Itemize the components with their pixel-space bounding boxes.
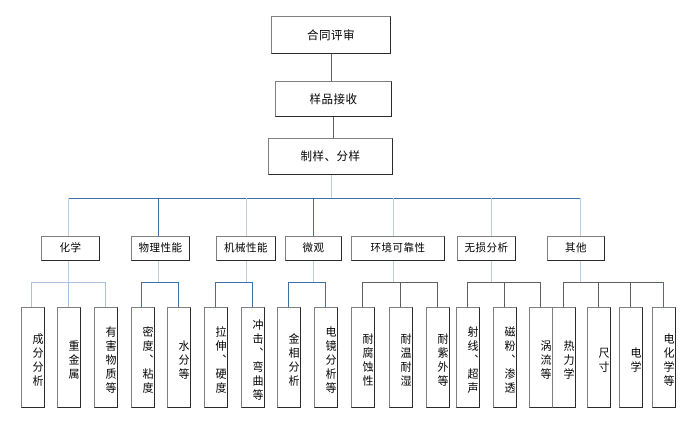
- leaf-drop-thermodynamics: [563, 282, 564, 307]
- leaf-composition-analysis[interactable]: 成分分析: [21, 307, 45, 408]
- leaf-drop-corrosion-resistance: [362, 282, 363, 307]
- subbus-others: [563, 282, 663, 283]
- node-sample-reception[interactable]: 样品接收: [275, 81, 392, 117]
- drop-physical-to-subbus: [158, 261, 159, 282]
- bus-drop-physical-properties: [158, 198, 159, 236]
- subbus-mechanical-properties: [215, 282, 253, 283]
- leaf-drop-uv-resistance: [437, 282, 438, 307]
- category-microscopic[interactable]: 微观: [285, 236, 342, 261]
- leaf-label: 冲击、弯曲等: [251, 318, 264, 403]
- node-label: 制样、分样: [300, 149, 361, 164]
- leaf-density-viscosity[interactable]: 密度、粘度: [131, 307, 155, 408]
- subbus-physical-properties: [141, 282, 179, 283]
- leaf-corrosion-resistance[interactable]: 耐腐蚀性: [351, 307, 375, 408]
- category-label: 物理性能: [138, 241, 183, 254]
- leaf-label: 热力学: [562, 339, 575, 382]
- connector-preparation-to-bus: [331, 175, 332, 198]
- leaf-drop-eddy-current: [540, 282, 541, 307]
- leaf-label: 涡流等: [539, 339, 552, 382]
- main-distribution-bus: [68, 198, 581, 199]
- drop-ndt-to-subbus: [491, 261, 492, 282]
- leaf-drop-metallographic-analysis: [288, 282, 289, 307]
- leaf-moisture[interactable]: 水分等: [167, 307, 191, 408]
- leaf-temperature-humidity-resistance[interactable]: 耐温耐湿: [389, 307, 413, 408]
- leaf-dimension[interactable]: 尺寸: [587, 307, 611, 408]
- leaf-drop-magnetic-penetrant: [504, 282, 505, 307]
- drop-microscopic-to-subbus: [313, 261, 314, 282]
- bus-drop-environmental-reliability: [393, 198, 394, 236]
- leaf-label: 电学: [629, 346, 642, 375]
- leaf-drop-electrochemistry: [663, 282, 664, 307]
- category-others[interactable]: 其他: [547, 236, 605, 261]
- leaf-tensile-hardness[interactable]: 拉伸、硬度: [204, 307, 228, 408]
- drop-others-to-subbus: [580, 261, 581, 282]
- leaf-drop-dimension: [598, 282, 599, 307]
- leaf-drop-impact-bending: [252, 282, 253, 307]
- category-label: 微观: [302, 241, 325, 254]
- leaf-radiography-ultrasonic[interactable]: 射线、超声: [456, 307, 480, 408]
- leaf-metallographic-analysis[interactable]: 金相分析: [277, 307, 301, 408]
- leaf-drop-composition-analysis: [31, 282, 32, 307]
- category-label: 其他: [565, 241, 587, 254]
- subbus-microscopic: [288, 282, 326, 283]
- leaf-label: 耐腐蚀性: [361, 332, 374, 389]
- drop-chemistry-to-subbus: [68, 261, 69, 282]
- leaf-drop-density-viscosity: [141, 282, 142, 307]
- leaf-label: 金相分析: [287, 332, 300, 389]
- bus-drop-microscopic: [313, 198, 314, 236]
- leaf-eddy-current[interactable]: 涡流等: [529, 307, 553, 408]
- category-chemistry[interactable]: 化学: [41, 236, 100, 261]
- leaf-drop-harmful-substances: [105, 282, 106, 307]
- leaf-label: 电化学等: [662, 332, 675, 389]
- category-non-destructive-analysis[interactable]: 无损分析: [457, 236, 516, 261]
- drop-environmental-to-subbus: [393, 261, 394, 282]
- bus-drop-chemistry: [68, 198, 69, 236]
- node-label: 合同评审: [307, 27, 355, 42]
- leaf-label: 耐温耐湿: [399, 332, 412, 389]
- leaf-label: 水分等: [177, 339, 190, 382]
- category-label: 环境可靠性: [370, 241, 426, 254]
- bus-drop-mechanical-properties: [246, 198, 247, 236]
- leaf-harmful-substances[interactable]: 有害物质等: [94, 307, 118, 408]
- leaf-drop-radiography-ultrasonic: [467, 282, 468, 307]
- node-contract-review[interactable]: 合同评审: [271, 16, 391, 54]
- leaf-impact-bending[interactable]: 冲击、弯曲等: [241, 307, 265, 408]
- leaf-electrochemistry[interactable]: 电化学等: [652, 307, 676, 408]
- leaf-drop-electrical: [630, 282, 631, 307]
- leaf-drop-moisture: [178, 282, 179, 307]
- leaf-label: 成分分析: [31, 332, 44, 389]
- leaf-label: 耐紫外等: [436, 332, 449, 389]
- category-environmental-reliability[interactable]: 环境可靠性: [351, 236, 445, 261]
- leaf-label: 射线、超声: [466, 325, 479, 396]
- leaf-uv-resistance[interactable]: 耐紫外等: [426, 307, 450, 408]
- category-label: 机械性能: [224, 241, 268, 254]
- node-label: 样品接收: [309, 91, 358, 106]
- leaf-label: 重金属: [67, 339, 80, 382]
- leaf-magnetic-penetrant[interactable]: 磁粉、渗透: [493, 307, 517, 408]
- category-physical-properties[interactable]: 物理性能: [131, 236, 190, 261]
- bus-drop-non-destructive-analysis: [491, 198, 492, 236]
- leaf-drop-electron-microscopy: [325, 282, 326, 307]
- leaf-label: 尺寸: [597, 346, 610, 375]
- leaf-drop-temp-humidity-resistance: [400, 282, 401, 307]
- leaf-label: 有害物质等: [104, 325, 117, 396]
- leaf-heavy-metal[interactable]: 重金属: [57, 307, 81, 408]
- node-sample-preparation[interactable]: 制样、分样: [268, 138, 393, 175]
- bus-drop-others: [580, 198, 581, 236]
- drop-mechanical-to-subbus: [246, 261, 247, 282]
- leaf-drop-heavy-metal: [68, 282, 69, 307]
- leaf-electron-microscopy[interactable]: 电镜分析等: [314, 307, 338, 408]
- leaf-drop-tensile-hardness: [215, 282, 216, 307]
- leaf-thermodynamics[interactable]: 热力学: [552, 307, 576, 408]
- connector-reception-to-preparation: [333, 117, 334, 138]
- leaf-label: 磁粉、渗透: [503, 325, 516, 396]
- category-mechanical-properties[interactable]: 机械性能: [216, 236, 276, 261]
- leaf-label: 拉伸、硬度: [214, 325, 227, 396]
- category-label: 无损分析: [464, 241, 509, 254]
- leaf-electrical[interactable]: 电学: [619, 307, 643, 408]
- leaf-label: 电镜分析等: [324, 325, 337, 396]
- category-label: 化学: [59, 241, 82, 254]
- connector-contract-to-reception: [331, 54, 332, 81]
- leaf-label: 密度、粘度: [141, 325, 154, 396]
